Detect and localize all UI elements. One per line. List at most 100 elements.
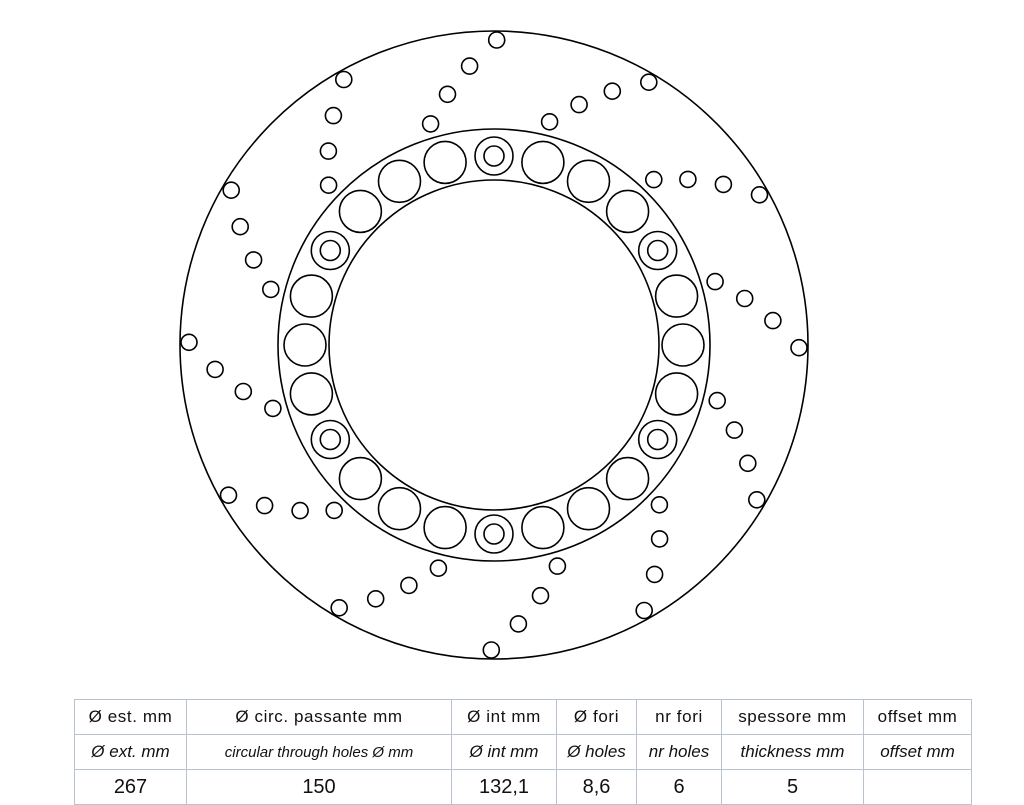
mounting-hole: [483, 145, 505, 167]
header-hole-diameter-it: Ø fori: [556, 699, 637, 735]
drilled-hole: [421, 115, 440, 133]
hub-lightening-hole: [289, 372, 334, 416]
mounting-hole: [319, 428, 342, 451]
hub-lightening-hole: [283, 323, 327, 367]
drilled-hole: [325, 501, 344, 520]
drilled-hole: [747, 490, 766, 509]
hub-lightening-hole: [423, 140, 467, 185]
drilled-hole: [366, 589, 385, 608]
drilled-hole: [264, 399, 282, 418]
drilled-hole: [487, 31, 506, 49]
header-hole-count-it: nr fori: [636, 699, 722, 735]
drilled-hole: [650, 530, 669, 548]
drilled-hole: [231, 217, 249, 236]
drilled-hole: [429, 559, 448, 578]
hub-lightening-hole: [605, 189, 650, 234]
drilled-hole: [482, 641, 501, 659]
header-hole-count-en: nr holes: [636, 734, 722, 770]
hub-lightening-hole: [377, 159, 422, 204]
drilled-hole: [180, 333, 198, 352]
hub-lightening-hole: [338, 456, 383, 501]
mounting-hole-boss: [310, 230, 351, 271]
drilled-hole: [635, 601, 654, 620]
drilled-hole: [400, 576, 418, 595]
header-offset-it: offset mm: [863, 699, 972, 735]
hub-lightening-hole: [566, 486, 611, 531]
mounting-hole-boss: [474, 136, 514, 176]
value-thickness: 5: [721, 769, 864, 805]
hub-lightening-hole: [423, 505, 467, 550]
drilled-hole: [548, 557, 567, 575]
hub-lightening-hole: [661, 323, 705, 367]
header-int-diameter-en: Ø int mm: [451, 734, 557, 770]
drilled-hole: [219, 486, 238, 505]
value-hole-diameter: 8,6: [556, 769, 637, 805]
values-row: 267 150 132,1 8,6 6 5: [74, 769, 972, 805]
header-ext-diameter-it: Ø est. mm: [74, 699, 187, 735]
drilled-hole: [319, 142, 338, 160]
mounting-hole: [646, 239, 669, 262]
drilled-hole: [714, 175, 733, 194]
value-int-diameter: 132,1: [451, 769, 557, 805]
hub-lightening-hole: [289, 274, 334, 318]
header-hole-diameter-en: Ø holes: [556, 734, 637, 770]
spec-table: Ø est. mm Ø circ. passante mm Ø int mm Ø…: [74, 699, 972, 805]
hub-lightening-hole: [566, 159, 611, 204]
drilled-hole: [735, 289, 754, 308]
drilled-hole: [750, 186, 769, 204]
drilled-hole: [706, 272, 724, 291]
mounting-hole-boss: [637, 230, 678, 271]
value-hole-count: 6: [636, 769, 722, 805]
drilled-hole: [708, 391, 727, 410]
value-offset: [863, 769, 972, 805]
drilled-hole: [603, 82, 622, 100]
drilled-hole: [261, 280, 280, 299]
disc-outer-edge: [179, 30, 809, 660]
drilled-hole: [255, 496, 274, 515]
drilled-hole: [244, 251, 263, 269]
drilled-hole: [222, 181, 240, 199]
mounting-hole-boss: [474, 514, 514, 554]
braking-ring-inner-edge: [277, 128, 711, 562]
value-circular-through-holes: 150: [186, 769, 452, 805]
disc-bore: [328, 179, 660, 511]
header-thickness-en: thickness mm: [721, 734, 864, 770]
drilled-hole: [324, 106, 343, 125]
drilled-hole: [291, 501, 309, 520]
drilled-hole: [438, 85, 457, 104]
drilled-hole: [460, 57, 479, 75]
drilled-hole: [570, 95, 588, 114]
value-ext-diameter: 267: [74, 769, 187, 805]
mounting-hole-boss: [637, 419, 678, 460]
drilled-hole: [639, 73, 658, 91]
header-thickness-it: spessore mm: [721, 699, 864, 735]
header-offset-en: offset mm: [863, 734, 972, 770]
mounting-hole: [319, 239, 342, 262]
hub-lightening-hole: [654, 372, 699, 416]
drilled-hole: [679, 170, 697, 189]
hub-lightening-hole: [521, 505, 565, 550]
mounting-hole: [646, 428, 669, 451]
header-circular-through-holes-it: Ø circ. passante mm: [186, 699, 452, 735]
hub-lightening-hole: [338, 189, 383, 234]
header-circular-through-holes-en: circular through holes Ø mm: [186, 734, 452, 770]
drilled-hole: [645, 565, 664, 584]
drilled-hole: [334, 70, 353, 89]
header-ext-diameter-en: Ø ext. mm: [74, 734, 187, 770]
drilled-hole: [531, 586, 550, 605]
brake-disc-diagram: [179, 30, 809, 660]
header-row-italian: Ø est. mm Ø circ. passante mm Ø int mm Ø…: [74, 699, 972, 735]
drilled-hole: [540, 113, 559, 131]
drilled-hole: [509, 615, 528, 633]
mounting-hole-boss: [310, 419, 351, 460]
hub-lightening-hole: [377, 486, 422, 531]
drilled-hole: [790, 338, 808, 357]
drilled-hole: [644, 170, 663, 189]
drilled-hole: [330, 598, 349, 617]
drilled-hole: [234, 382, 253, 401]
drilled-hole: [319, 176, 338, 194]
mounting-hole: [483, 523, 505, 545]
drilled-hole: [206, 360, 224, 379]
drilled-hole: [738, 454, 757, 473]
hub-lightening-hole: [654, 274, 699, 318]
